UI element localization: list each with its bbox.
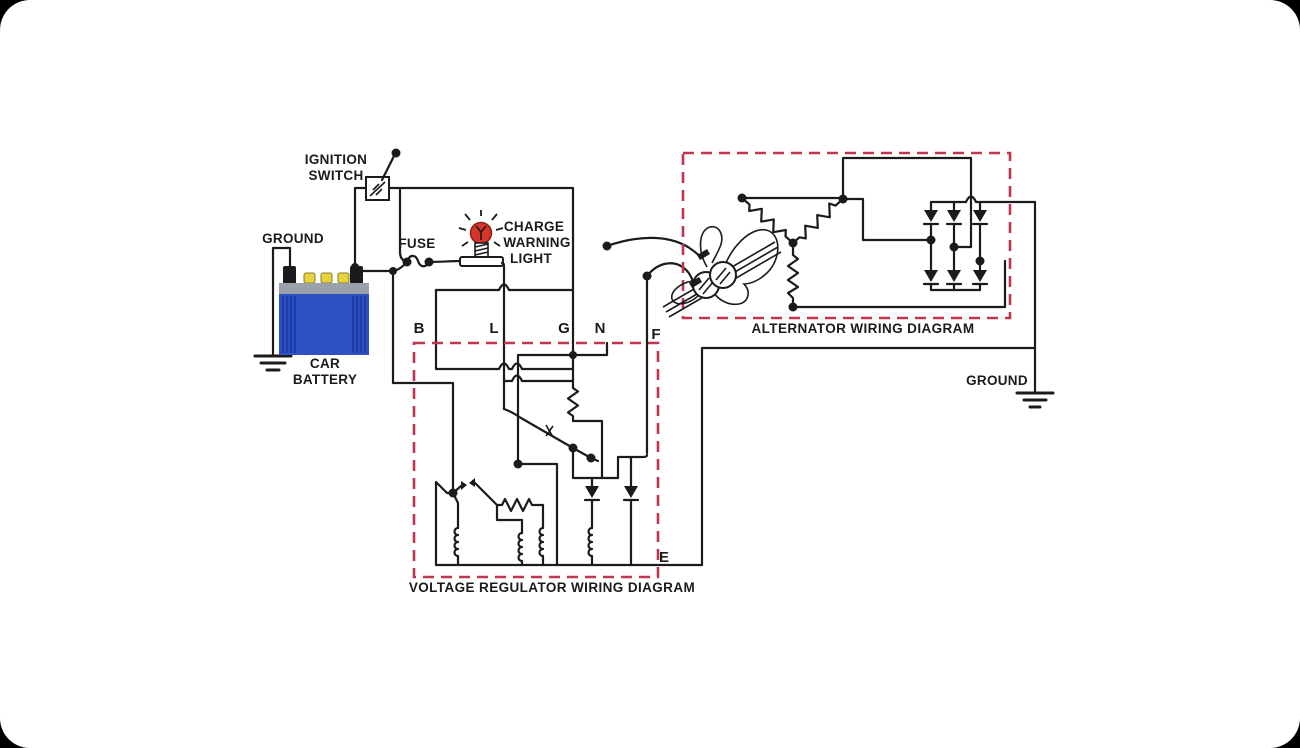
bulb-screw-base [474,242,489,258]
terminal-f: F [651,326,660,343]
fuse: FUSE [353,186,462,275]
battery-cap [337,272,350,284]
terminal-g: G [558,320,570,337]
b-terminal-wire [391,269,455,491]
rotor-field-coil [671,225,779,306]
terminal-e: E [659,549,669,566]
stator-winding-left [740,196,795,245]
regulator-resistor-vertical [566,353,604,480]
regulator-title: VOLTAGE REGULATOR WIRING DIAGRAM [409,580,695,595]
battery-body [279,294,369,355]
battery-side-ridges [281,296,367,353]
switch-contact-glyph [369,181,386,197]
car-battery: CAR BATTERY [279,266,369,387]
rectifier-top-bus [929,195,1037,204]
contact-break-mark [545,424,554,438]
relay-coil-3 [538,526,545,567]
regulator-diode-1 [583,476,601,530]
stator-winding-right [791,197,845,245]
bulb-rays [458,210,504,247]
battery-cap [303,272,316,284]
ignition-switch: IGNITION SWITCH [305,148,401,271]
stator [737,156,1007,312]
regulator-resistor-horizontal [495,497,545,530]
ignition-label-line2: SWITCH [308,168,363,183]
bulb-socket-plate [459,256,504,267]
battery-cap [320,272,333,284]
field-wires [602,236,703,455]
left-ground: GROUND [253,231,324,372]
contact-point [461,481,467,490]
light-label-line2: WARNING [503,235,570,250]
terminal-b: B [414,320,425,337]
ignition-label-line1: IGNITION [305,152,367,167]
main-wiring [387,186,609,567]
alternator-title: ALTERNATOR WIRING DIAGRAM [752,321,975,336]
relay-coil-4 [587,526,594,567]
switch-lever [380,154,396,182]
charge-warning-light: CHARGE WARNING LIGHT [458,210,570,267]
stator-winding-center [786,241,800,309]
brush [697,249,710,260]
regulator-dashed-border [412,341,660,579]
battery-top-band [279,283,369,294]
light-label-line3: LIGHT [510,251,552,266]
terminal-n: N [595,320,606,337]
alternator-box: ALTERNATOR WIRING DIAGRAM [662,151,1037,336]
brush [689,277,702,288]
battery-label-line1: CAR [310,356,340,371]
contact-frame [571,446,620,480]
regulator-contact-arm [502,407,600,463]
voltage-regulator-box: VOLTAGE REGULATOR WIRING DIAGRAM B L G N… [409,320,704,595]
alternator-dashed-border [681,151,1012,320]
battery-label-line2: BATTERY [293,372,357,387]
battery-negative-post [283,266,296,284]
light-label-line1: CHARGE [504,219,564,234]
right-ground-label: GROUND [966,373,1028,388]
relay-coil-2 [517,531,524,567]
rotor [662,225,782,318]
rectifier [922,195,1037,292]
right-ground: GROUND [700,200,1055,567]
left-ground-label: GROUND [262,231,324,246]
slip-ring [709,261,737,289]
e-to-ground-wire [700,346,1037,567]
fuse-element [405,254,431,268]
relay-coil-1 [453,526,460,567]
fuse-label: FUSE [398,236,435,251]
cutout-relay [434,478,524,567]
slip-ring-hatch [698,267,731,295]
terminal-l: L [489,320,498,337]
n-wire-curve [605,236,703,260]
regulator-diode-2 [622,455,640,567]
bulb-filament [475,225,487,240]
